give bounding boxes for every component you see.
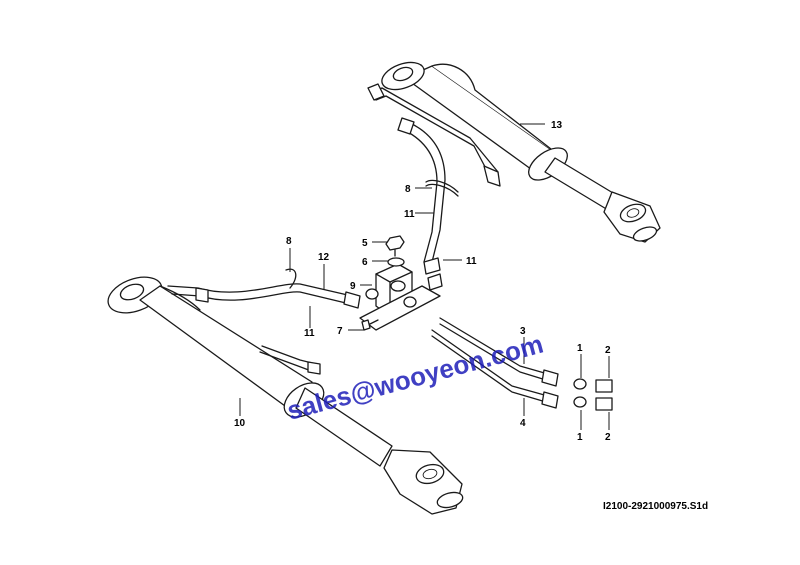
callout-7: 7 [337, 326, 343, 337]
callout-9: 9 [350, 281, 356, 292]
lower-cylinder-10 [107, 276, 464, 515]
upper-tube-lines [367, 83, 501, 263]
callout-11-mid: 11 [466, 256, 477, 267]
callout-13: 13 [551, 120, 563, 131]
callout-11-lower: 11 [304, 328, 315, 339]
callout-4: 4 [520, 418, 526, 429]
manifold-block [359, 235, 443, 331]
callout-12: 12 [318, 252, 330, 263]
callout-8-upper: 8 [405, 184, 411, 195]
callout-6: 6 [362, 257, 368, 268]
hoses-3-4 [431, 317, 613, 411]
callout-1-bottom: 1 [577, 432, 583, 443]
callout-2-top: 2 [605, 345, 611, 356]
callout-8-lower: 8 [286, 236, 292, 247]
callout-2-bottom: 2 [605, 432, 611, 443]
callout-11-upper: 11 [404, 209, 415, 220]
leader-lines [239, 123, 610, 430]
callout-1-top: 1 [577, 343, 583, 354]
callout-labels: 13 8 11 5 6 11 9 7 8 12 11 10 3 4 1 2 1 … [234, 120, 611, 443]
callout-10: 10 [234, 418, 246, 429]
upper-cylinder-13 [381, 61, 661, 243]
drawing-id: I2100-2921000975.S1d [603, 501, 708, 512]
callout-3: 3 [520, 326, 526, 337]
lower-tube-lines [167, 268, 361, 375]
callout-5: 5 [362, 238, 368, 249]
watermark-text: sales@wooyeon.com [284, 329, 547, 426]
